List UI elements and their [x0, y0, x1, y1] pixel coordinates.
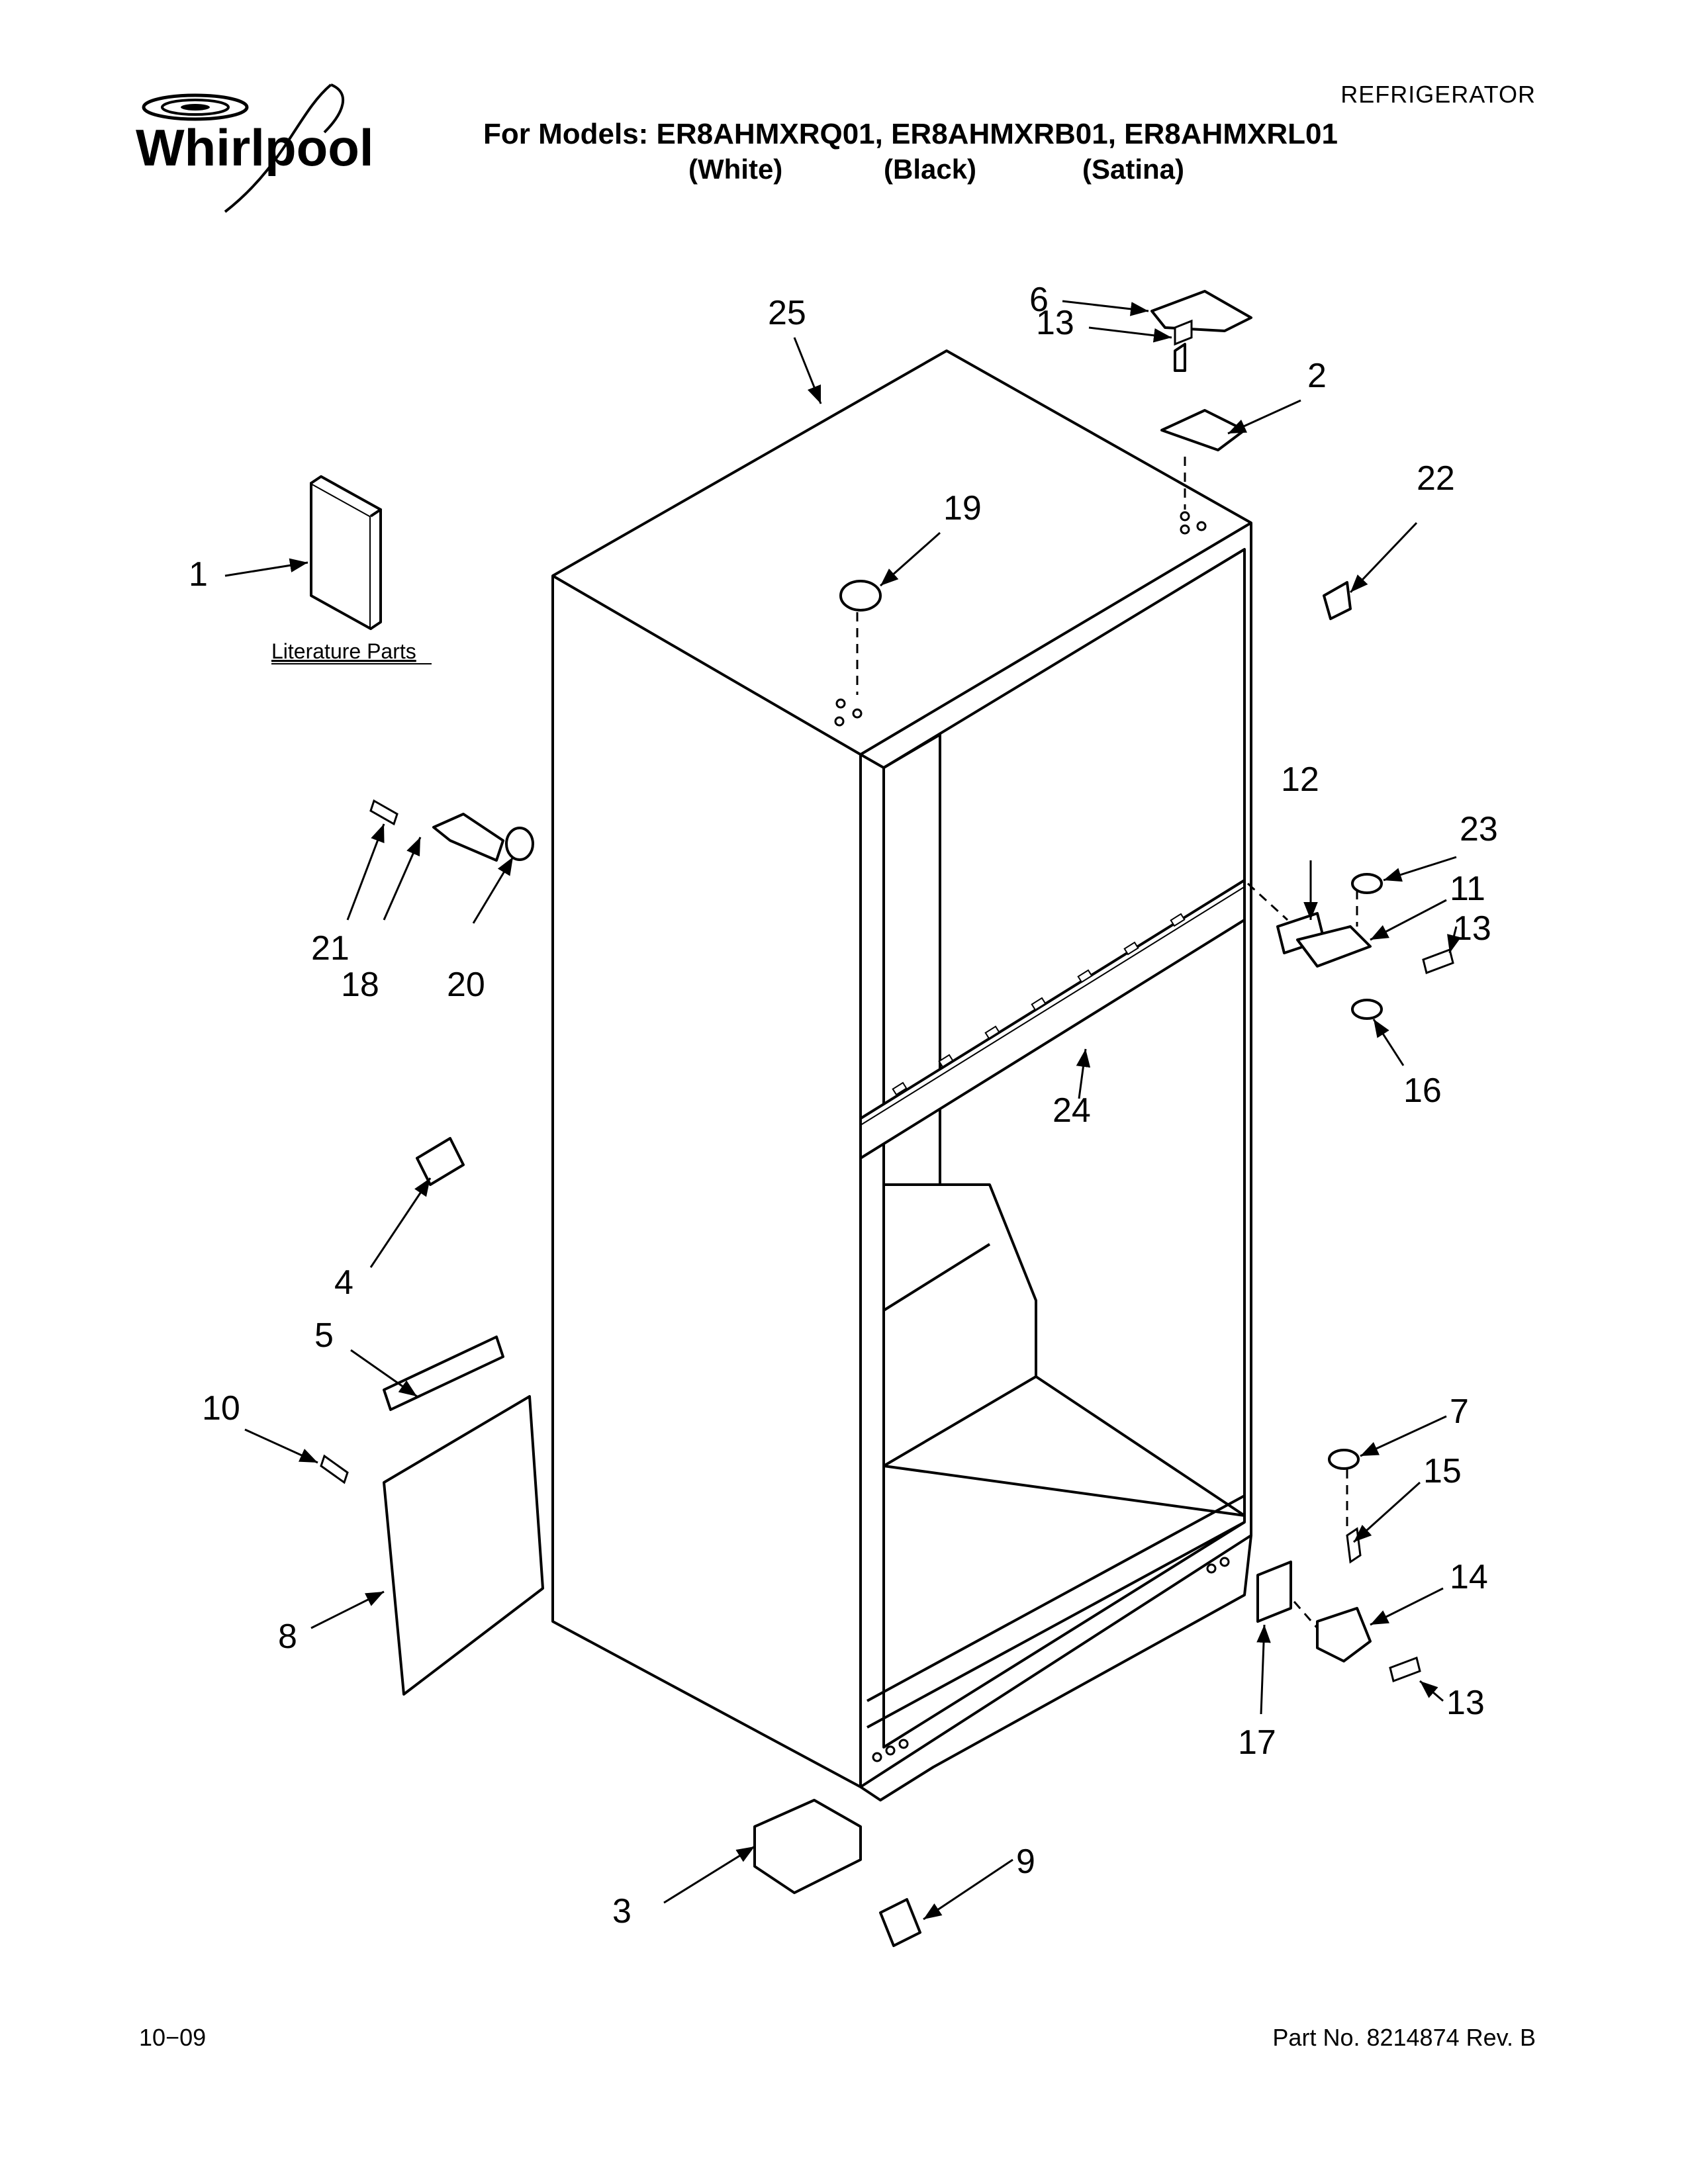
screw-icon	[1174, 319, 1193, 346]
callout-21: 21	[311, 929, 350, 968]
washer-icon	[1351, 873, 1383, 894]
screw-icon	[1422, 948, 1454, 974]
bottom-hinge-icon	[1316, 1607, 1372, 1662]
whirlpool-logo: Whirlpool	[136, 83, 374, 213]
callout-6: 6	[1029, 281, 1049, 319]
plug-icon	[839, 580, 882, 612]
spacer-block-icon	[383, 1336, 504, 1411]
spacer-icon	[505, 827, 534, 861]
pin-icon	[1346, 1527, 1362, 1564]
color-white: (White)	[688, 154, 783, 185]
callout-18: 18	[341, 966, 379, 1004]
center-rail	[859, 878, 1246, 1161]
callout-17: 17	[1238, 1723, 1276, 1762]
date-code: 10−09	[139, 2024, 207, 2051]
literature-parts-label: Literature Parts	[271, 639, 416, 663]
callout-24: 24	[1053, 1091, 1091, 1130]
callout-16: 16	[1403, 1071, 1442, 1110]
color-satina: (Satina)	[1082, 154, 1185, 185]
callout-13-bottom: 13	[1446, 1684, 1485, 1722]
roller-icon	[753, 1799, 862, 1894]
callout-13-top: 13	[1036, 304, 1074, 342]
callout-1: 1	[189, 555, 208, 594]
callout-11: 11	[1450, 870, 1485, 908]
shim-icon	[1256, 1561, 1292, 1623]
callout-13-middle: 13	[1453, 909, 1491, 948]
cabinet-holes	[834, 511, 1230, 1762]
callout-14: 14	[1450, 1558, 1488, 1596]
door-stop-icon	[432, 813, 504, 862]
svg-text:Whirlpool: Whirlpool	[136, 118, 374, 177]
callout-5: 5	[314, 1316, 334, 1355]
callout-22: 22	[1417, 459, 1455, 498]
top-hinge-icon	[1160, 409, 1246, 451]
callout-4: 4	[334, 1263, 353, 1302]
callout-7: 7	[1450, 1392, 1469, 1431]
hinge-cap-icon	[1150, 290, 1252, 332]
callout-2: 2	[1307, 357, 1327, 395]
callout-15: 15	[1423, 1452, 1462, 1490]
bottom-washer-icon	[1328, 1449, 1360, 1470]
clip-icon	[416, 1137, 465, 1186]
screw-icon	[320, 1454, 349, 1484]
callout-25: 25	[768, 294, 806, 332]
callout-12: 12	[1281, 760, 1319, 799]
screw-icon	[369, 799, 399, 826]
leveling-screw-icon	[879, 1898, 921, 1947]
color-black: (Black)	[884, 154, 977, 185]
callout-labels: 1 2 3 4 5 6 7 8 9 10 11 12 13 13 13 14 1…	[189, 281, 1498, 1931]
hinge-cover-icon	[1323, 581, 1352, 620]
assembly-lines	[856, 457, 1358, 1629]
callout-19: 19	[943, 489, 982, 527]
middle-hinge-icon	[1296, 925, 1372, 968]
cabinet-shell	[551, 349, 1252, 1801]
callout-8: 8	[278, 1617, 297, 1656]
washer-lower-icon	[1351, 999, 1383, 1020]
part-number: Part No. 8214874 Rev. B	[1272, 2024, 1536, 2051]
callout-23: 23	[1460, 810, 1498, 848]
callout-3: 3	[612, 1892, 632, 1931]
screw-icon	[1389, 1657, 1421, 1682]
category-label: REFRIGERATOR	[1340, 81, 1536, 108]
callout-10: 10	[202, 1389, 240, 1428]
leader-arrows	[224, 300, 1462, 1921]
callout-9: 9	[1016, 1843, 1035, 1881]
callout-20: 20	[447, 966, 485, 1004]
models-line: For Models: ER8AHMXRQ01, ER8AHMXRB01, ER…	[483, 118, 1338, 150]
parts	[310, 290, 1383, 1947]
rear-panel-icon	[383, 1395, 544, 1696]
